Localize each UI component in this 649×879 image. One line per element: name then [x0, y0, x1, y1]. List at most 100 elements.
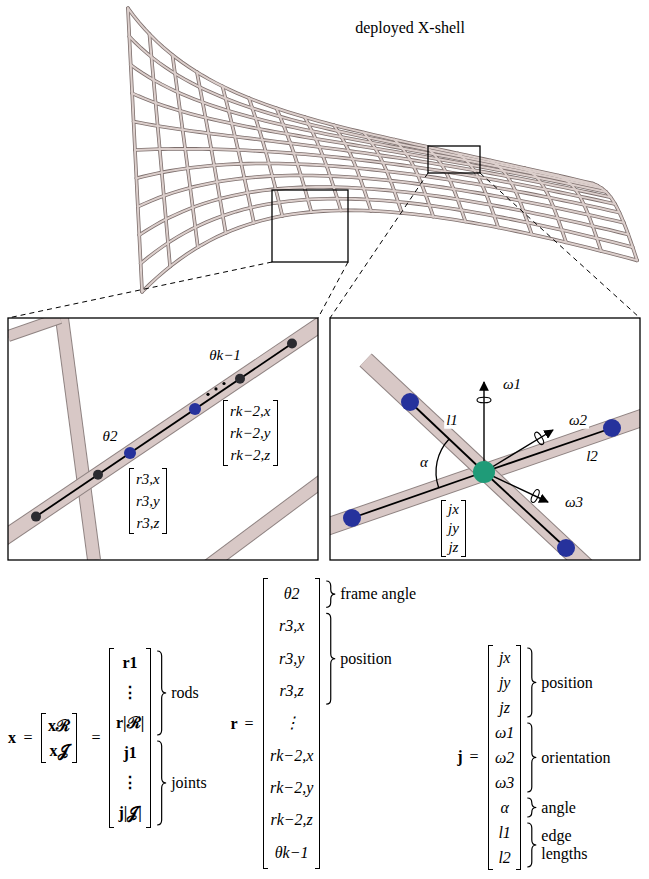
joint-neighbor-dot [603, 419, 621, 437]
inset-frame [8, 318, 318, 560]
vector-entry: jz [495, 695, 514, 720]
joint-neighbor-dot [401, 393, 419, 411]
equals-sign: = [91, 729, 100, 747]
column-vector: r1⋮r|ℛ|j1⋮j|𝒥| [108, 648, 152, 828]
bracket-right [273, 400, 278, 466]
ellipsis-dot [214, 387, 217, 390]
rod [129, 37, 597, 186]
column-vector: rk−2,xrk−2,yrk−2,z [222, 400, 279, 466]
equals-sign: = [23, 729, 32, 747]
vector-entry: θ2 [270, 578, 313, 610]
bracket-left [441, 500, 446, 557]
vector-entry: r3,y [136, 490, 160, 512]
bracket-left [223, 400, 228, 466]
vector-entry: ⋮ [116, 678, 144, 708]
rod-inset [8, 318, 318, 560]
edge-segment [484, 472, 566, 548]
bracket-left [263, 578, 268, 869]
vector-entry: r3,x [270, 610, 313, 642]
bracket-left [109, 648, 114, 828]
brace-label: frame angle [340, 585, 416, 603]
vector-entry: j|𝒥| [116, 798, 144, 828]
vector-entry: r1 [116, 648, 144, 678]
joint-dot [473, 461, 495, 483]
tube [196, 475, 318, 560]
rod [128, 8, 593, 183]
vector-entry: rk−2,z [230, 444, 271, 466]
curly-brace [527, 723, 536, 792]
vector-entry: r|ℛ| [116, 708, 144, 738]
zoom-leader [330, 173, 428, 318]
rotation-symbol [530, 488, 541, 503]
vector-entry: ⋮ [116, 768, 144, 798]
vector-entry: r3,x [136, 468, 160, 490]
tube [62, 318, 94, 560]
vector-entry: α [495, 795, 514, 820]
column-vector: θ2r3,xr3,yr3,z⋮rk−2,xrk−2,yrk−2,zθk−1 [262, 578, 321, 869]
axis-label: ω1 [501, 376, 523, 393]
vector-entry: jz [448, 538, 459, 557]
bracket-left [488, 645, 493, 870]
brace-label: angle [541, 799, 576, 817]
zoom-leader [480, 173, 640, 318]
bracket-left [41, 713, 46, 763]
ellipsis-dot [222, 382, 225, 385]
tube-outline [196, 475, 318, 560]
vector-entry: j1 [116, 738, 144, 768]
curly-brace [157, 741, 166, 825]
vector-entry: ⋮ [270, 707, 313, 739]
vertex-dot [235, 374, 245, 384]
rotation-symbol [533, 431, 545, 446]
rod [134, 122, 611, 198]
vector-entry: r3,y [270, 643, 313, 675]
brace-label: position [340, 650, 392, 668]
curly-brace [527, 823, 536, 867]
vector-entry: r3,z [136, 512, 160, 534]
tube-outline [330, 402, 640, 546]
brace-label: edge lengths [541, 827, 587, 862]
vector-entry: r3,z [270, 675, 313, 707]
vector-entry: jx [495, 645, 514, 670]
vector-entry: ω1 [495, 720, 514, 745]
vector-symbol: x [8, 729, 16, 747]
curly-brace [326, 613, 335, 704]
rotation-symbol [477, 397, 491, 403]
vertex-dot [93, 470, 103, 480]
edge-segment [484, 428, 612, 472]
inset-frame [330, 318, 640, 560]
joint-neighbor-dot [343, 509, 361, 527]
zoom-box [272, 190, 348, 262]
tube-outline [8, 318, 60, 336]
rod-outline [128, 8, 593, 183]
bracket-right [162, 468, 167, 534]
tube-outline [366, 360, 616, 560]
column-vector: jxjyjz [440, 500, 467, 557]
vector-entry: jy [495, 670, 514, 695]
rotation-axis [483, 382, 484, 472]
vertex-dot [287, 339, 297, 349]
tube-outline [8, 318, 318, 542]
brace-label: rods [171, 684, 199, 702]
tube [366, 360, 616, 560]
tube [8, 318, 60, 336]
equals-sign: = [244, 715, 253, 733]
tube [330, 402, 640, 546]
bracket-right [72, 713, 77, 763]
vector-entry: rk−2,y [230, 422, 271, 444]
vertex-dot [31, 512, 41, 522]
tube-outline [62, 318, 94, 560]
joint-neighbor-dot [557, 539, 575, 557]
rod [142, 210, 637, 291]
axis-label: ω3 [563, 494, 585, 511]
gridshell-render [128, 8, 637, 292]
rod [132, 93, 606, 192]
equals-sign: = [469, 748, 478, 766]
zoom-box [428, 146, 480, 173]
axis-label: ω2 [567, 412, 589, 429]
ellipsis-dot [206, 393, 209, 396]
angle-label: θk−1 [207, 347, 243, 364]
joint-inset [330, 318, 640, 560]
length-label: l1 [444, 412, 460, 429]
